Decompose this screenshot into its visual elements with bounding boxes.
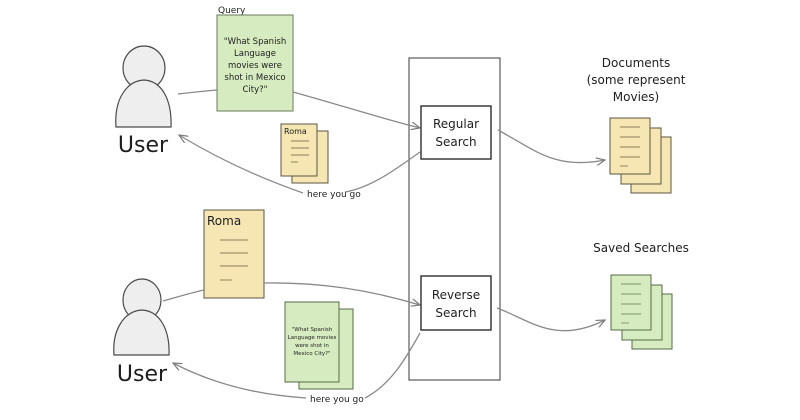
saved-search-line: Language movies	[288, 335, 337, 341]
saved-search-line: were shot in	[295, 343, 329, 349]
query-note-text: "What Spanish Language movies were shot …	[224, 37, 287, 95]
user-body-icon	[115, 79, 172, 128]
query-line: Language	[234, 49, 276, 59]
reverse-search-to-saved-searches-arrow	[496, 307, 605, 332]
search-engine-container	[408, 57, 501, 381]
query-line: movies were	[228, 61, 282, 71]
user-body-icon	[113, 309, 170, 356]
documents-stack	[609, 117, 672, 194]
reverse-search-rect	[420, 275, 492, 331]
documents-title-line: (some represent	[587, 73, 686, 87]
saved-search-line: "What Spanish	[292, 327, 333, 333]
regular-search-rect	[420, 105, 492, 160]
regular-search-label: Regular	[433, 117, 479, 131]
roma-input-note	[203, 209, 265, 299]
query-line: City?"	[242, 85, 267, 95]
result-note-front	[280, 123, 318, 177]
roma-input-title: Roma	[207, 214, 241, 228]
saved-search-line: Mexico City?"	[293, 351, 330, 357]
response-to-user-bottom-arrow	[173, 363, 307, 399]
saved-searches-stack	[610, 274, 673, 350]
roma-to-reverse-search-arrow	[263, 282, 420, 305]
query-to-regular-search-arrow	[292, 91, 420, 128]
query-line: "What Spanish	[224, 37, 287, 47]
regular-search-response-connector	[344, 151, 421, 193]
documents-title: Documents (some represent Movies)	[587, 56, 686, 104]
reverse-search-label: Reverse	[432, 288, 480, 302]
user-to-query-connector	[177, 89, 218, 95]
regular-search-box: Regular Search	[420, 105, 492, 160]
saved-search-front	[610, 274, 652, 331]
saved-searches-title: Saved Searches	[593, 241, 689, 255]
query-line: shot in Mexico	[224, 73, 285, 83]
response-label-top: here you go	[307, 190, 361, 200]
user-bottom: User	[113, 278, 170, 387]
response-to-user-top-arrow	[179, 135, 304, 194]
user-label: User	[117, 362, 168, 387]
user-to-roma-connector	[162, 289, 205, 302]
result-note-title: Roma	[284, 127, 307, 136]
saved-search-note-front	[284, 301, 340, 383]
documents-title-line: Documents	[602, 56, 670, 70]
result-stack-roma: Roma	[280, 123, 329, 184]
result-stack-saved-search: "What Spanish Language movies were shot …	[284, 301, 354, 390]
response-label-bottom: here you go	[310, 395, 364, 405]
user-top: User	[115, 45, 172, 158]
reverse-search-box: Reverse Search	[420, 275, 492, 331]
regular-search-to-documents-arrow	[497, 129, 605, 163]
document-front	[609, 117, 651, 175]
documents-title-line: Movies)	[613, 90, 659, 104]
user-label: User	[118, 133, 169, 158]
query-note	[216, 14, 294, 112]
reverse-search-response-connector	[364, 332, 421, 399]
reverse-search-label: Search	[435, 306, 476, 320]
regular-search-label: Search	[435, 135, 476, 149]
query-caption: Query	[218, 6, 246, 16]
